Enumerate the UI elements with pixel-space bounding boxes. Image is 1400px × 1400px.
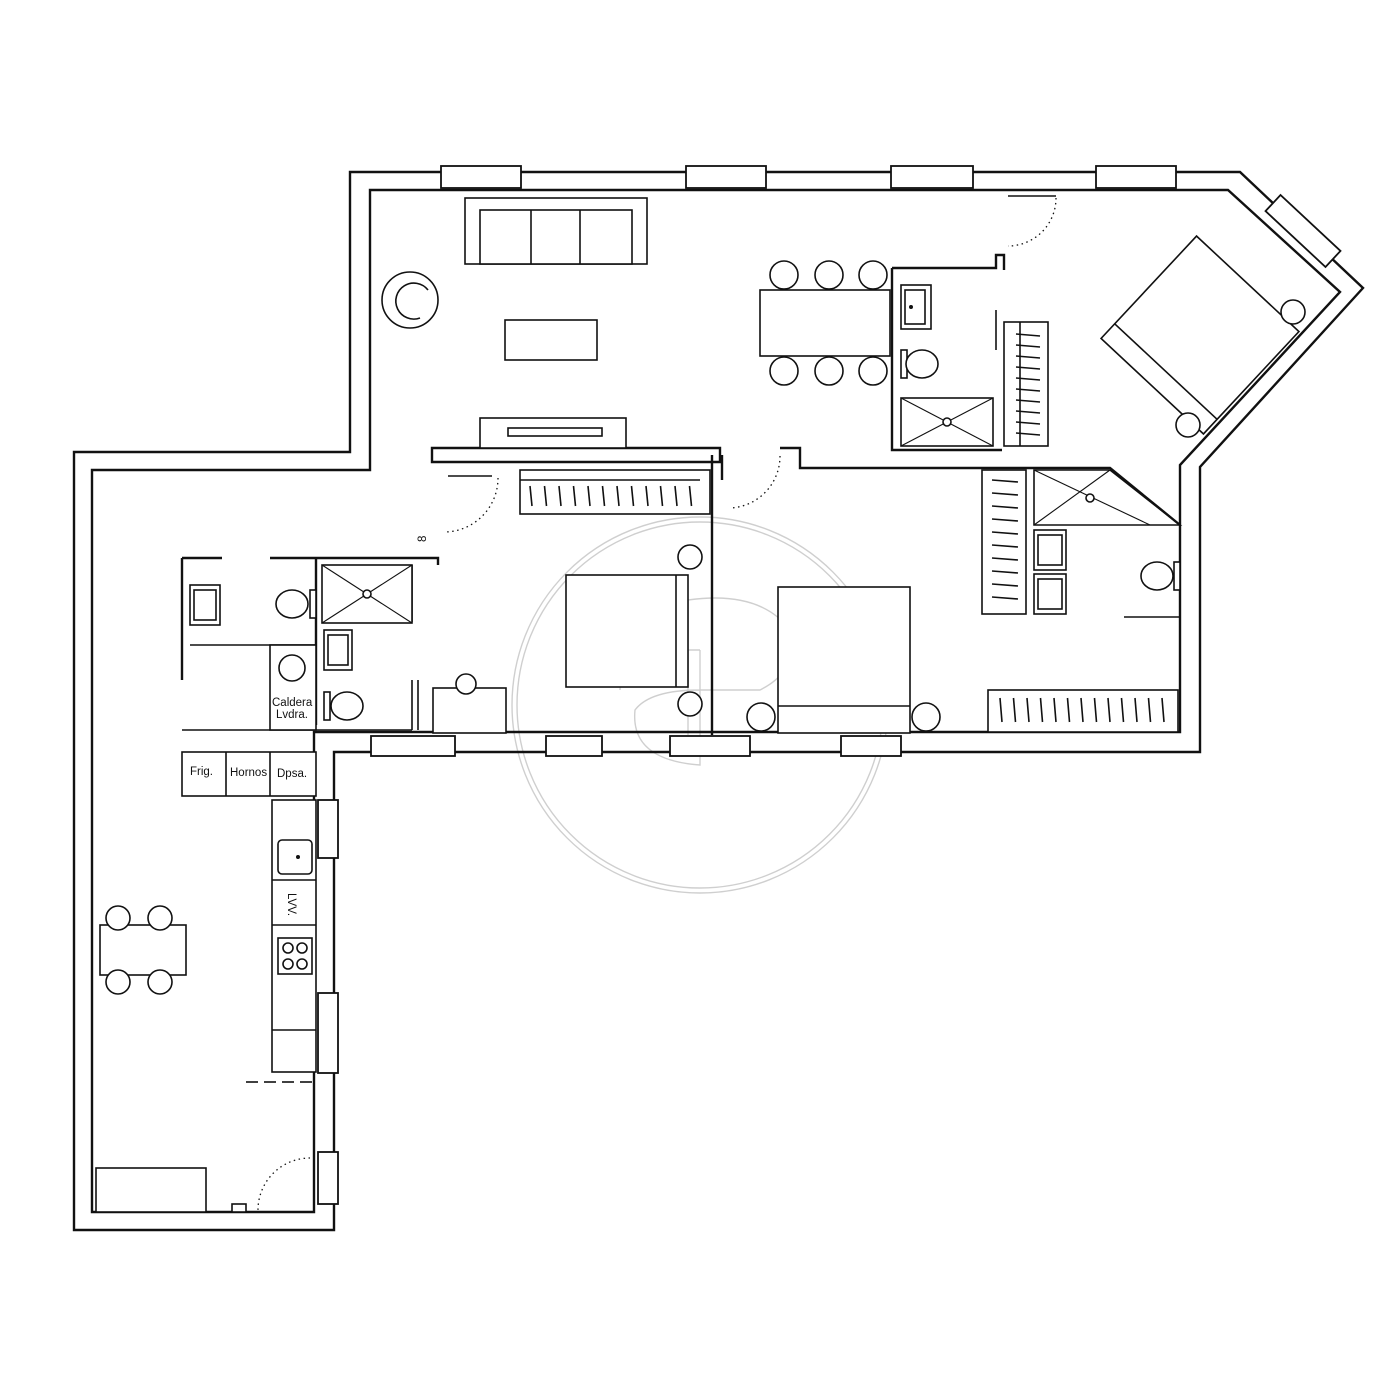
nightstand-lamp (1280, 299, 1306, 325)
sink-icon (277, 839, 313, 875)
plant-icon (381, 271, 439, 329)
dining-table (759, 289, 891, 357)
hanger-tick (991, 596, 1019, 600)
cooktop-icon (277, 937, 313, 975)
bed-icon (565, 574, 689, 688)
hanger-tick (991, 531, 1019, 535)
chair-icon (769, 260, 888, 386)
kitchen-labels: Frig. Hornos Dpsa. Caldera Lvdra. LVV. 8 (190, 536, 429, 916)
hanger-tick (1015, 432, 1041, 436)
hanger-tick (558, 485, 562, 507)
bedroom-3 (746, 469, 1179, 734)
hanger-tick (601, 485, 606, 507)
wardrobe-hangers (529, 333, 1165, 723)
living-room-furniture (381, 197, 891, 386)
hanger-tick (1053, 697, 1057, 723)
boiler-icon (278, 654, 306, 682)
hanger-tick (543, 485, 548, 507)
wardrobe (1003, 321, 1049, 447)
hanger-tick (572, 485, 577, 507)
hanger-tick (991, 544, 1019, 548)
coffee-table (504, 319, 598, 361)
hanger-tick (1012, 697, 1017, 723)
hanger-tick (1015, 410, 1041, 414)
hanger-tick (1015, 366, 1041, 370)
hanger-tick (529, 485, 533, 507)
bed-icon (777, 586, 911, 734)
wardrobe (519, 469, 711, 515)
desk (432, 687, 507, 734)
hanger-tick (1015, 388, 1041, 392)
hanger-tick (630, 485, 635, 507)
hanger-tick (1015, 421, 1041, 425)
windows (317, 165, 1342, 1205)
boiler-label-2: Lvdra. (276, 709, 308, 721)
ovens-label: Hornos (230, 767, 267, 779)
hanger-tick (1120, 697, 1125, 723)
shower-tray-icon (900, 397, 994, 447)
hanger-tick (616, 485, 620, 507)
master-bedroom (1003, 234, 1306, 447)
hanger-tick (991, 557, 1019, 561)
hanger-tick (674, 485, 678, 507)
hanger-tick (688, 485, 693, 507)
hanger-tick (1107, 697, 1111, 723)
door-swings (257, 195, 1057, 1211)
kitchen (95, 751, 317, 1213)
kitchen-table (99, 924, 187, 976)
hanger-tick (999, 697, 1003, 723)
toilet-icon (900, 349, 939, 379)
nightstand-lamp (1175, 412, 1201, 438)
bedroom-2 (432, 469, 711, 734)
toilet-icon (275, 589, 317, 619)
tv-screen (507, 427, 603, 437)
bathroom-right (1033, 469, 1183, 618)
hanger-tick (1066, 697, 1071, 723)
hanger-tick (645, 485, 649, 507)
interior-walls (180, 253, 1181, 735)
wardrobe (981, 469, 1027, 615)
hanger-tick (1134, 697, 1138, 723)
hanger-tick (587, 485, 591, 507)
hanger-tick (991, 518, 1019, 522)
toilet-icon (323, 691, 364, 721)
hanger-tick (1080, 697, 1084, 723)
fridge-label: Frig. (190, 766, 213, 778)
hanger-tick (1039, 697, 1044, 723)
hanger-tick (1026, 697, 1030, 723)
pantry-label: Dpsa. (277, 768, 307, 780)
dishwasher-label: LVV. (285, 893, 297, 916)
shower-tray-icon (321, 564, 413, 624)
chair-icon (105, 905, 173, 995)
boiler-label-1: Caldera (272, 697, 313, 709)
hanger-tick (991, 479, 1019, 483)
hanger-tick (1093, 697, 1098, 723)
bench (95, 1167, 207, 1213)
hanger-tick (1015, 344, 1041, 348)
hanger-tick (991, 570, 1019, 574)
master-bathroom (900, 284, 994, 447)
hanger-tick (1015, 333, 1041, 337)
bed-icon (1099, 234, 1301, 436)
hanger-tick (991, 492, 1019, 496)
hanger-tick (1015, 377, 1041, 381)
toilet-icon (1140, 561, 1181, 591)
hanger-tick (1015, 355, 1041, 359)
hanger-tick (991, 505, 1019, 509)
bathroom-left (189, 564, 413, 731)
hanger-tick (1015, 399, 1041, 403)
hanger-tick (991, 583, 1019, 587)
hanger-tick (1147, 697, 1152, 723)
hanger-tick (1161, 697, 1165, 723)
hanger-tick (659, 485, 664, 507)
wardrobe (987, 689, 1179, 733)
symbol-8-label: 8 (417, 536, 429, 542)
